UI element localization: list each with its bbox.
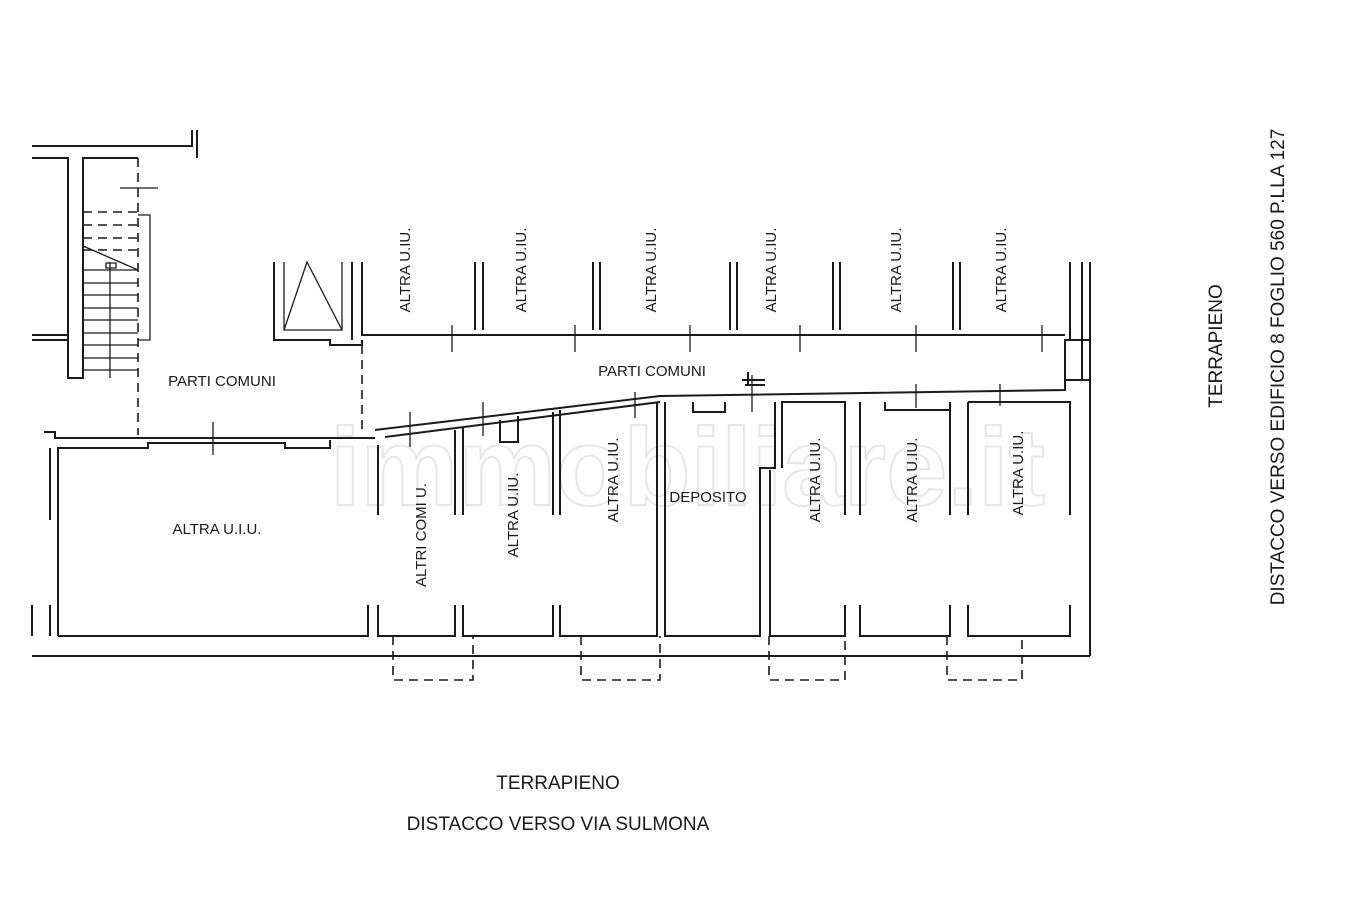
top-unit-label: ALTRA U.IU. <box>513 228 530 313</box>
bottom-unit-label: ALTRA U.IU. <box>605 438 622 523</box>
top-unit-label: ALTRA U.IU. <box>888 228 905 313</box>
corridor-walls <box>361 345 1066 447</box>
top-unit-label: ALTRA U.IU. <box>397 228 414 313</box>
right-terrapieno-label: TERRAPIENO <box>1206 284 1227 408</box>
stair-block <box>32 130 198 435</box>
bottom-unit-labels: ALTRI COMI U. ALTRA U.IU. ALTRA U.IU. AL… <box>413 431 1027 587</box>
bottom-units <box>32 401 1090 681</box>
bottom-unit-label: ALTRA U.IU. <box>505 473 522 558</box>
room-label-parti-comuni-corridor: PARTI COMUNI <box>598 363 706 380</box>
room-label-deposito: DEPOSITO <box>669 489 746 506</box>
bottom-unit-label: ALTRA U.IU. <box>904 438 921 523</box>
top-row-walls <box>361 262 1091 656</box>
room-label-altra-uiu-large: ALTRA U.I.U. <box>173 521 262 538</box>
watermark: immobiliare.it <box>330 406 1045 529</box>
right-distacco-label: DISTACCO VERSO EDIFICIO 8 FOGLIO 560 P.L… <box>1268 129 1289 606</box>
top-unit-label: ALTRA U.IU. <box>993 228 1010 313</box>
lift-shaft <box>273 260 363 346</box>
top-unit-label: ALTRA U.IU. <box>763 228 780 313</box>
stairs <box>82 211 140 378</box>
top-unit-labels: ALTRA U.IU. ALTRA U.IU. ALTRA U.IU. ALTR… <box>397 228 1010 313</box>
left-large-unit <box>31 422 375 637</box>
bottom-unit-label: ALTRA U.IU. <box>1010 431 1027 516</box>
bottom-terrapieno-label: TERRAPIENO <box>496 773 620 794</box>
room-label-parti-comuni-left: PARTI COMUNI <box>168 373 276 390</box>
bottom-unit-label: ALTRA U.IU. <box>807 438 824 523</box>
top-unit-label: ALTRA U.IU. <box>643 228 660 313</box>
bottom-distacco-label: DISTACCO VERSO VIA SULMONA <box>407 814 710 835</box>
bottom-unit-label: ALTRI COMI U. <box>413 483 430 587</box>
